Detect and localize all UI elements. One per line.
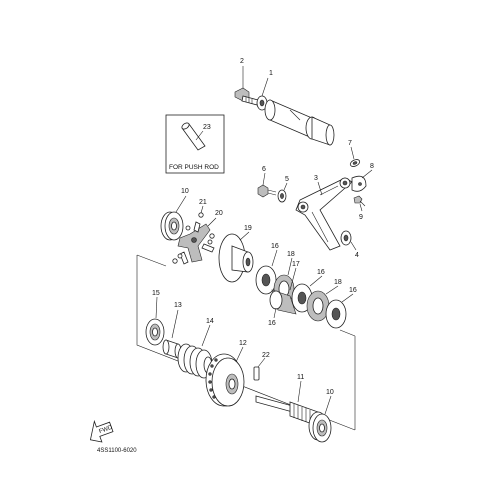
callout-5: 5 <box>285 176 289 183</box>
callout-23: 23 <box>203 124 211 131</box>
bolt-2 <box>234 87 259 106</box>
callout-14: 14 <box>206 318 214 325</box>
washer-7 <box>349 159 361 167</box>
spider-20 <box>177 221 215 265</box>
diagram-code: 4SS1100-6020 <box>97 448 137 454</box>
callout-18a: 18 <box>287 251 295 258</box>
collar-13 <box>162 339 182 359</box>
lever-3 <box>295 177 353 251</box>
washer-1 <box>256 95 268 111</box>
callout-21: 21 <box>199 199 207 206</box>
fwd-arrow-icon: FWD <box>89 419 114 443</box>
bearing-10-bottom <box>308 411 332 443</box>
push-rod-box: 23 FOR PUSH ROD <box>165 114 225 174</box>
callout-8: 8 <box>370 163 374 170</box>
fwd-label: FWD <box>98 425 114 436</box>
callout-22: 22 <box>262 352 270 359</box>
callout-18b: 18 <box>334 279 342 286</box>
clip-8 <box>351 175 367 192</box>
callout-11: 11 <box>297 374 304 381</box>
callout-9: 9 <box>359 214 363 221</box>
pin-22 <box>253 366 260 381</box>
push-rod-label: FOR PUSH ROD <box>169 164 219 171</box>
gear-12 <box>205 353 245 407</box>
spring-18b <box>306 290 330 322</box>
group-frame <box>136 255 356 431</box>
bolt-9 <box>353 195 366 207</box>
roller-21c <box>172 258 178 264</box>
callout-19: 19 <box>244 225 252 232</box>
roller-21b <box>209 233 215 239</box>
callout-20: 20 <box>215 210 223 217</box>
collar-4 <box>340 230 352 246</box>
cylinder-body <box>264 99 335 146</box>
plate-16a <box>255 265 277 295</box>
callout-6: 6 <box>262 166 266 173</box>
callout-2: 2 <box>240 58 244 65</box>
callout-16b: 16 <box>317 269 325 276</box>
seal-15 <box>145 318 165 346</box>
disc-19 <box>218 233 254 283</box>
callout-10-top: 10 <box>181 188 189 195</box>
callout-13: 13 <box>174 302 182 309</box>
callout-1: 1 <box>269 70 273 77</box>
callout-17: 17 <box>292 261 300 268</box>
washer-5 <box>277 189 287 203</box>
callout-16a: 16 <box>271 243 279 250</box>
plate-16c <box>325 299 347 329</box>
callout-16c: 16 <box>349 287 357 294</box>
roller-21a <box>198 212 204 218</box>
callout-15: 15 <box>152 290 160 297</box>
callout-3: 3 <box>314 175 318 182</box>
bearing-10-top <box>160 211 184 241</box>
callout-10-bottom: 10 <box>326 389 334 396</box>
bolt-6 <box>257 184 277 198</box>
callout-12: 12 <box>239 340 247 347</box>
callout-16d: 16 <box>268 320 276 327</box>
shaft-11 <box>255 395 319 427</box>
callout-4: 4 <box>355 252 359 259</box>
callout-7: 7 <box>348 140 352 147</box>
